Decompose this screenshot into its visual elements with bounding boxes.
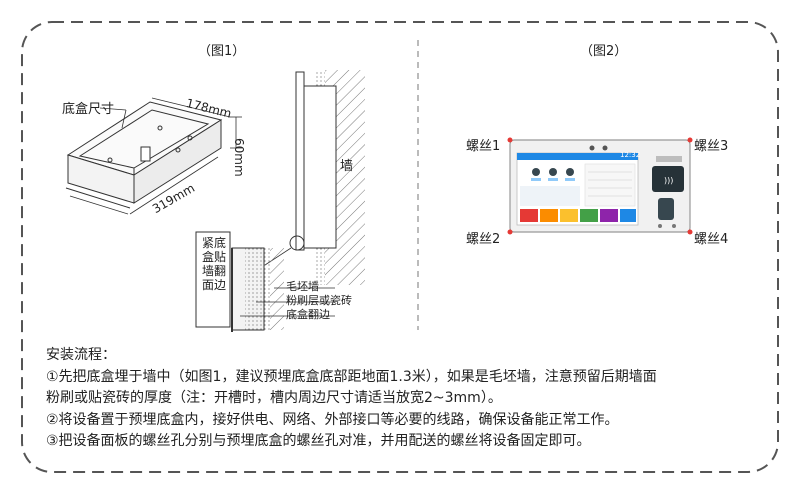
layer-rough-wall-label: 毛坯墙	[286, 280, 319, 293]
layer-plaster-tile-label: 粉刷层或瓷砖	[286, 294, 352, 307]
box-size-label: 底盒尺寸	[62, 102, 115, 117]
figure1-title: （图1）	[198, 44, 246, 59]
screw3-label: 螺丝3	[694, 139, 729, 154]
installation-steps: 安装流程： ①先把底盒埋于墙中（如图1，建议预埋底盒底部距地面1.3米），如果是…	[46, 345, 766, 453]
step3: ③把设备面板的螺丝孔分别与预埋底盒的螺丝孔对准，并用配送的螺丝将设备固定即可。	[46, 433, 591, 449]
layer-box-flange-label: 底盒翻边	[286, 308, 330, 321]
wall-detail-drawing	[195, 231, 335, 332]
device-drawing: )))	[507, 137, 693, 235]
steps-heading: 安装流程：	[46, 347, 116, 363]
back-box-drawing	[65, 97, 242, 215]
figure2-title: （图2）	[580, 44, 628, 59]
screw4-label: 螺丝4	[694, 232, 729, 247]
wall-label: 墙	[340, 159, 354, 174]
step2: ②将设备置于预埋底盒内，接好供电、网络、外部接口等必要的线路，确保设备能正常工作…	[46, 411, 619, 428]
screw1-label: 螺丝1	[466, 139, 501, 154]
device-clock: 12:32	[620, 151, 641, 159]
wall-section-drawing	[264, 70, 365, 285]
step1-line2: 粉刷或贴瓷砖的厚度（注：开槽时，槽内周边尺寸请适当放宽2~3mm）。	[46, 390, 502, 406]
detail-annotation: 紧底盒贴墙翻面边	[201, 236, 226, 292]
step1-line1: ①先把底盒埋于墙中（如图1，建议预埋底盒底部距地面1.3米），如果是毛坯墙，注意…	[46, 368, 657, 385]
svg-text:))): )))	[664, 176, 673, 185]
height-dimension-label: 60mm	[232, 138, 246, 177]
screw2-label: 螺丝2	[466, 232, 501, 247]
